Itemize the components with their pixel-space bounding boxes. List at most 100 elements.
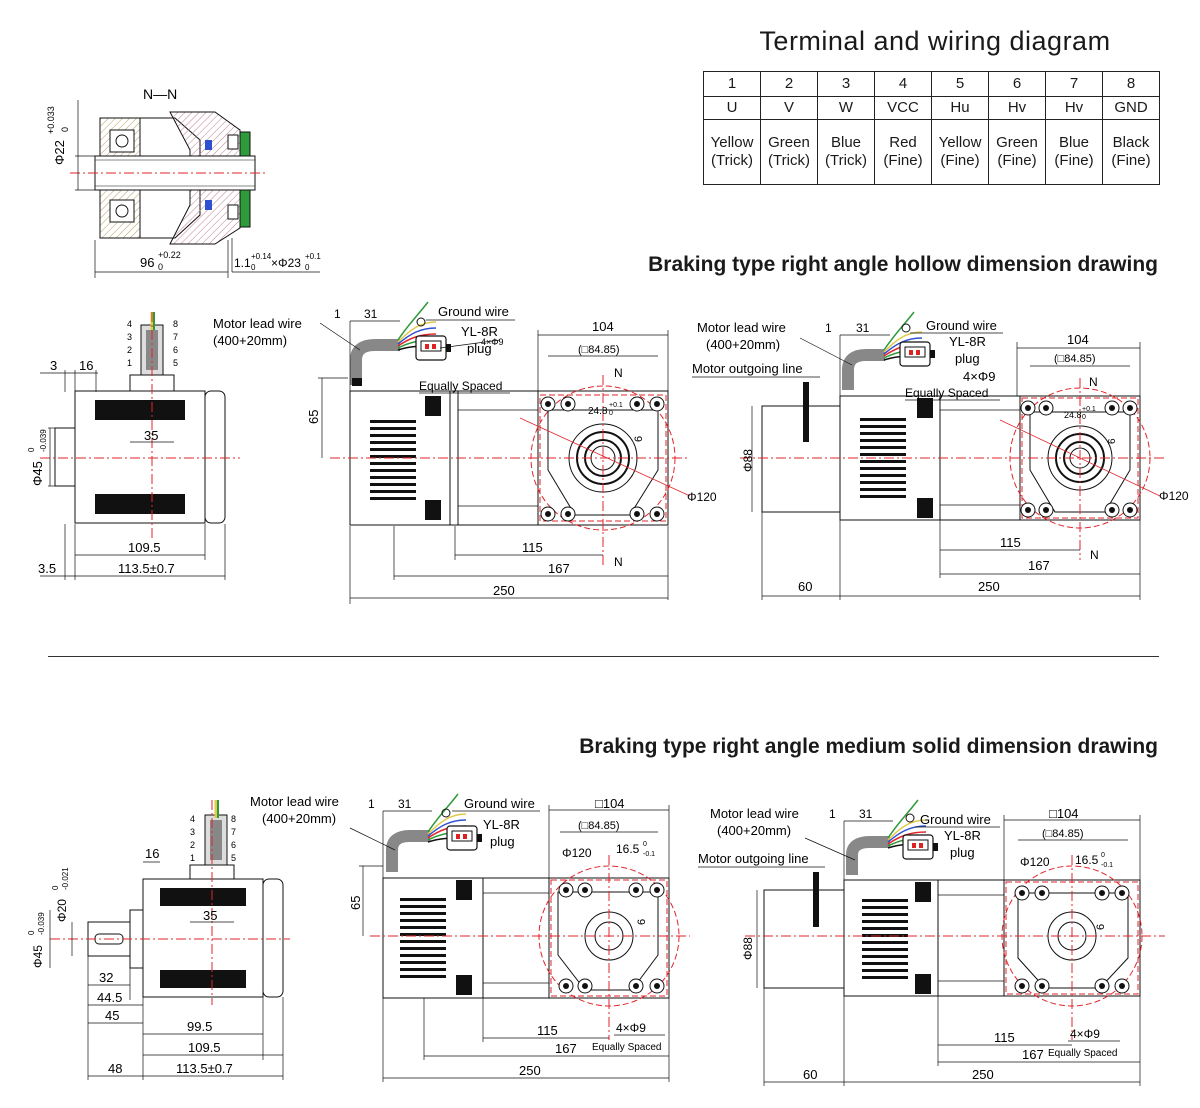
label: Equally Spaced <box>1048 1048 1118 1059</box>
pin-label: 7 <box>231 827 236 837</box>
dim-label: 60 <box>798 579 812 594</box>
dim-label: (□84.85) <box>578 820 620 832</box>
solid-brake-view: Motor lead wire (400+20mm) Motor outgoin… <box>698 799 1165 1086</box>
label: Motor lead wire <box>710 806 799 821</box>
dim-label: Φ120 <box>1020 855 1050 869</box>
label: YL-8R <box>483 817 520 832</box>
dim-tol: -0.1 <box>643 851 655 858</box>
dim-label: Φ45 <box>31 945 45 968</box>
dim-label: Φ120 <box>687 490 717 504</box>
dim-length-tol-bottom: 0 <box>158 262 163 272</box>
dim-label: 31 <box>856 321 870 335</box>
terminal-color: Green(Fine) <box>988 119 1046 185</box>
dim-shaft-tol-top: +0.033 <box>46 106 56 134</box>
dim-label: 1 <box>829 807 836 821</box>
dim-label: 109.5 <box>128 540 161 555</box>
dim-label: (□84.85) <box>1042 828 1084 840</box>
terminal-color: Red(Fine) <box>874 119 932 185</box>
dim-label: 250 <box>978 579 1000 594</box>
dim-label: 115 <box>1000 535 1021 550</box>
pin-label: 5 <box>231 853 236 863</box>
section-marker: N <box>1090 548 1099 562</box>
dim-label: □104 <box>595 796 625 811</box>
terminal-color: Blue(Trick) <box>817 119 875 185</box>
terminal-number: 1 <box>703 71 761 97</box>
pin-label: 2 <box>190 840 195 850</box>
dim-tol: 0 <box>27 447 36 452</box>
dim-label: 31 <box>398 797 412 811</box>
dim-tol: +0.1 <box>609 402 623 409</box>
dim-label: 250 <box>493 583 515 598</box>
label: (400+20mm) <box>262 811 336 826</box>
dim-label: Φ120 <box>1159 489 1189 503</box>
pin-label: 4 <box>190 814 195 824</box>
dim-label: 44.5 <box>97 990 122 1005</box>
dim-label: 115 <box>994 1030 1015 1045</box>
dim-label: (□84.85) <box>578 344 620 356</box>
dim-tol: 0 <box>609 410 613 417</box>
label: YL-8R <box>944 828 981 843</box>
dim-label: 167 <box>1022 1047 1044 1062</box>
solid-section-title: Braking type right angle medium solid di… <box>579 735 1158 758</box>
terminal-number: 2 <box>760 71 818 97</box>
label: Ground wire <box>438 304 509 319</box>
terminal-color: Blue(Fine) <box>1045 119 1103 185</box>
section-marker: N <box>1089 375 1098 389</box>
label: Ground wire <box>920 812 991 827</box>
dim-label: 1 <box>825 321 832 335</box>
dim-label: 6 <box>1107 438 1118 444</box>
label: Ground wire <box>464 796 535 811</box>
pin-label: 6 <box>173 345 178 355</box>
pin-label: 8 <box>173 319 178 329</box>
dim-groove-dia-label: ×Φ23 <box>271 256 301 270</box>
dim-label: Φ120 <box>562 846 592 860</box>
dim-label: 16.5 <box>616 842 640 856</box>
label: 4×Φ9 <box>963 369 995 384</box>
terminal-color: Green(Trick) <box>760 119 818 185</box>
pin-label: 6 <box>231 840 236 850</box>
dim-label: 3.5 <box>38 561 56 576</box>
dim-shaft-tol-bottom: 0 <box>60 127 70 132</box>
dim-label: 24.8 <box>1064 410 1082 420</box>
dim-label: 250 <box>519 1063 541 1078</box>
dim-label: 115 <box>522 540 543 555</box>
dim-label: 1 <box>368 797 375 811</box>
label: Equally Spaced <box>592 1042 662 1053</box>
label: Equally Spaced <box>419 379 502 393</box>
label: 4×Φ9 <box>616 1021 646 1035</box>
pin-label: 4 <box>127 319 132 329</box>
label: Equally Spaced <box>905 386 988 400</box>
label: plug <box>467 341 492 356</box>
label: plug <box>490 834 515 849</box>
terminal-diagram-title: Terminal and wiring diagram <box>759 26 1111 56</box>
dim-groove-label: 1.1 <box>234 256 251 270</box>
dim-label: 115 <box>537 1023 558 1038</box>
pin-label: 1 <box>127 358 132 368</box>
dim-label: (□84.85) <box>1054 353 1096 365</box>
terminal-color-row: Yellow(Trick) Green(Trick) Blue(Trick) R… <box>703 119 1160 185</box>
label: plug <box>955 351 980 366</box>
dim-label: 113.5±0.7 <box>176 1061 233 1076</box>
dim-tol: 0 <box>51 885 60 890</box>
hollow-front-view: Motor lead wire (400+20mm) 1 31 Ground w… <box>213 301 717 604</box>
dim-label: 60 <box>803 1067 817 1082</box>
dim-label: 6 <box>633 436 645 442</box>
dim-label: Φ20 <box>55 899 69 922</box>
dim-label: 104 <box>592 319 614 334</box>
terminal-table: 1 2 3 4 5 6 7 8 U V W VCC Hu Hv Hv GND Y… <box>703 71 1160 185</box>
section-view-nn: N—N Φ22 +0.033 0 96 +0.22 0 1.1 <box>46 86 321 278</box>
label: plug <box>950 845 975 860</box>
section-marker: N <box>614 366 623 380</box>
label: Motor outgoing line <box>698 851 809 866</box>
dim-groove-dia-tol-bottom: 0 <box>305 263 310 272</box>
solid-front-view: Motor lead wire (400+20mm) 1 31 Ground w… <box>250 793 690 1082</box>
label: Ground wire <box>926 318 997 333</box>
dim-label: 167 <box>548 561 570 576</box>
dim-label: 65 <box>348 896 363 910</box>
dim-label: 45 <box>105 1008 119 1023</box>
dim-label: 48 <box>108 1061 122 1076</box>
dim-label: Φ88 <box>741 449 755 472</box>
dim-groove-dia-tol-top: +0.1 <box>305 252 321 261</box>
terminal-color: Black(Fine) <box>1102 119 1160 185</box>
dim-label: Φ45 <box>30 461 45 486</box>
